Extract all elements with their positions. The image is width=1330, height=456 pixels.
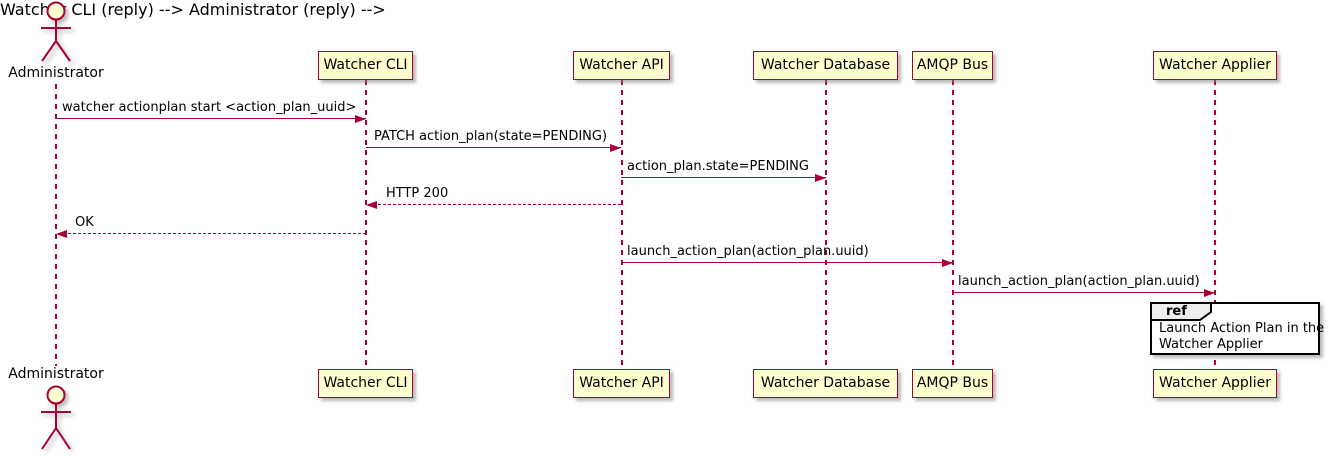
message-line	[58, 233, 366, 234]
arrowhead-right-icon	[610, 144, 621, 152]
arrowhead-right-icon	[1204, 289, 1215, 297]
message-label: PATCH action_plan(state=PENDING)	[374, 129, 608, 144]
arrowhead-left-icon	[366, 201, 377, 209]
arrowhead-right-icon	[815, 174, 826, 182]
ref-text-line1: Launch Action Plan in the	[1159, 321, 1325, 336]
message-line	[56, 118, 366, 119]
participant-watcher-database-top: Watcher Database	[753, 51, 898, 80]
administrator-label-bottom: Administrator	[8, 366, 104, 382]
ref-text-line2: Watcher Applier	[1159, 337, 1263, 352]
message-line	[366, 147, 621, 148]
participant-amqp-bus-bottom: AMQP Bus	[912, 369, 993, 398]
participant-watcher-cli-top: Watcher CLI	[318, 51, 413, 80]
administrator-actor-icon	[41, 1, 71, 62]
administrator-actor-icon	[41, 385, 71, 450]
message-label: action_plan.state=PENDING	[627, 159, 809, 174]
lifeline-administrator	[55, 84, 57, 366]
lifeline-watcher-cli	[365, 80, 367, 369]
participant-watcher-cli-bottom: Watcher CLI	[318, 369, 413, 398]
arrowhead-left-icon	[56, 230, 67, 238]
lifeline-watcher-api	[621, 80, 623, 369]
message-line	[952, 292, 1215, 293]
message-label: launch_action_plan(action_plan.uuid)	[627, 244, 869, 259]
arrowhead-right-icon	[355, 115, 366, 123]
participant-watcher-api-bottom: Watcher API	[573, 369, 670, 398]
message-line	[368, 204, 621, 205]
ref-keyword: ref	[1166, 304, 1187, 319]
message-label: HTTP 200	[386, 186, 449, 201]
participant-amqp-bus-top: AMQP Bus	[912, 51, 993, 80]
message-label: OK	[75, 215, 94, 230]
ref-tab-pentagon-icon	[1150, 302, 1212, 321]
participant-watcher-api-top: Watcher API	[573, 51, 670, 80]
lifeline-watcher-database	[825, 80, 827, 369]
message-line	[621, 177, 826, 178]
message-label: launch_action_plan(action_plan.uuid)	[958, 274, 1200, 289]
participant-watcher-applier-bottom: Watcher Applier	[1153, 369, 1277, 398]
message-label: watcher actionplan start <action_plan_uu…	[62, 100, 357, 115]
arrowhead-right-icon	[942, 259, 953, 267]
administrator-label-top: Administrator	[8, 65, 104, 81]
participant-watcher-database-bottom: Watcher Database	[753, 369, 898, 398]
lifeline-amqp-bus	[952, 80, 954, 369]
message-line	[621, 262, 953, 263]
participant-watcher-applier-top: Watcher Applier	[1153, 51, 1277, 80]
ref-fragment: ref Launch Action Plan in the Watcher Ap…	[1150, 302, 1324, 355]
lifeline-watcher-applier	[1214, 80, 1216, 369]
